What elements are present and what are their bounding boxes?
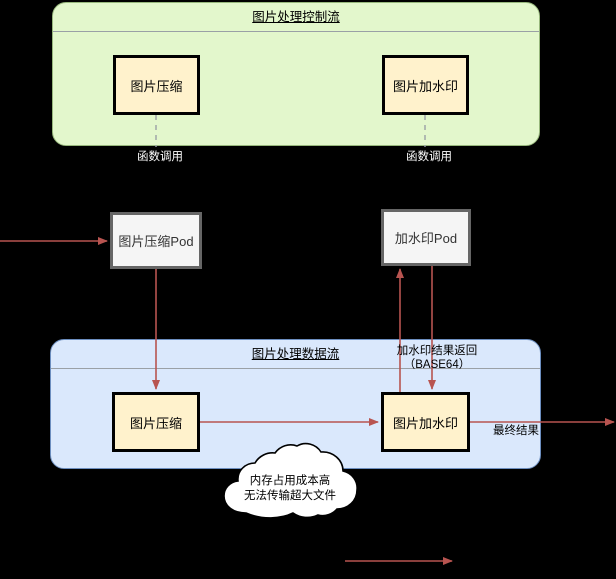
edge-label-watermark-return-line1: 加水印结果返回 bbox=[396, 345, 478, 357]
data-flow-lane-title: 图片处理数据流 bbox=[251, 347, 340, 361]
control-flow-lane-title: 图片处理控制流 bbox=[252, 10, 340, 24]
data-flow-node-compress[interactable]: 图片压缩 bbox=[112, 392, 200, 452]
control-flow-node-compress-label: 图片压缩 bbox=[130, 78, 183, 94]
edge-label-call-compress: 函数调用 bbox=[137, 151, 183, 163]
cloud-note-line2: 无法传输超大文件 bbox=[244, 490, 336, 502]
cloud-note-line1: 内存占用成本高 bbox=[249, 475, 331, 487]
control-flow-lane-divider bbox=[53, 31, 539, 32]
data-flow-node-watermark-label: 图片加水印 bbox=[392, 415, 458, 431]
cloud-note: 内存占用成本高 无法传输超大文件 bbox=[225, 474, 355, 504]
pod-watermark-label: 加水印Pod bbox=[394, 231, 458, 246]
data-flow-node-watermark[interactable]: 图片加水印 bbox=[381, 392, 470, 452]
control-flow-node-watermark-label: 图片加水印 bbox=[392, 78, 458, 94]
data-flow-node-compress-label: 图片压缩 bbox=[129, 415, 182, 431]
pod-compress[interactable]: 图片压缩Pod bbox=[110, 212, 202, 269]
control-flow-node-compress[interactable]: 图片压缩 bbox=[113, 55, 200, 115]
data-flow-lane-divider bbox=[51, 368, 540, 369]
edge-label-call-watermark: 函数调用 bbox=[406, 151, 452, 163]
pod-compress-label: 图片压缩Pod bbox=[118, 234, 194, 249]
pod-watermark[interactable]: 加水印Pod bbox=[381, 209, 471, 266]
control-flow-node-watermark[interactable]: 图片加水印 bbox=[382, 55, 469, 115]
edge-label-watermark-return: 加水印结果返回 （BASE64） bbox=[382, 344, 492, 372]
edge-label-final-result: 最终结果 bbox=[493, 425, 539, 437]
edge-label-watermark-return-line2: （BASE64） bbox=[403, 359, 471, 371]
